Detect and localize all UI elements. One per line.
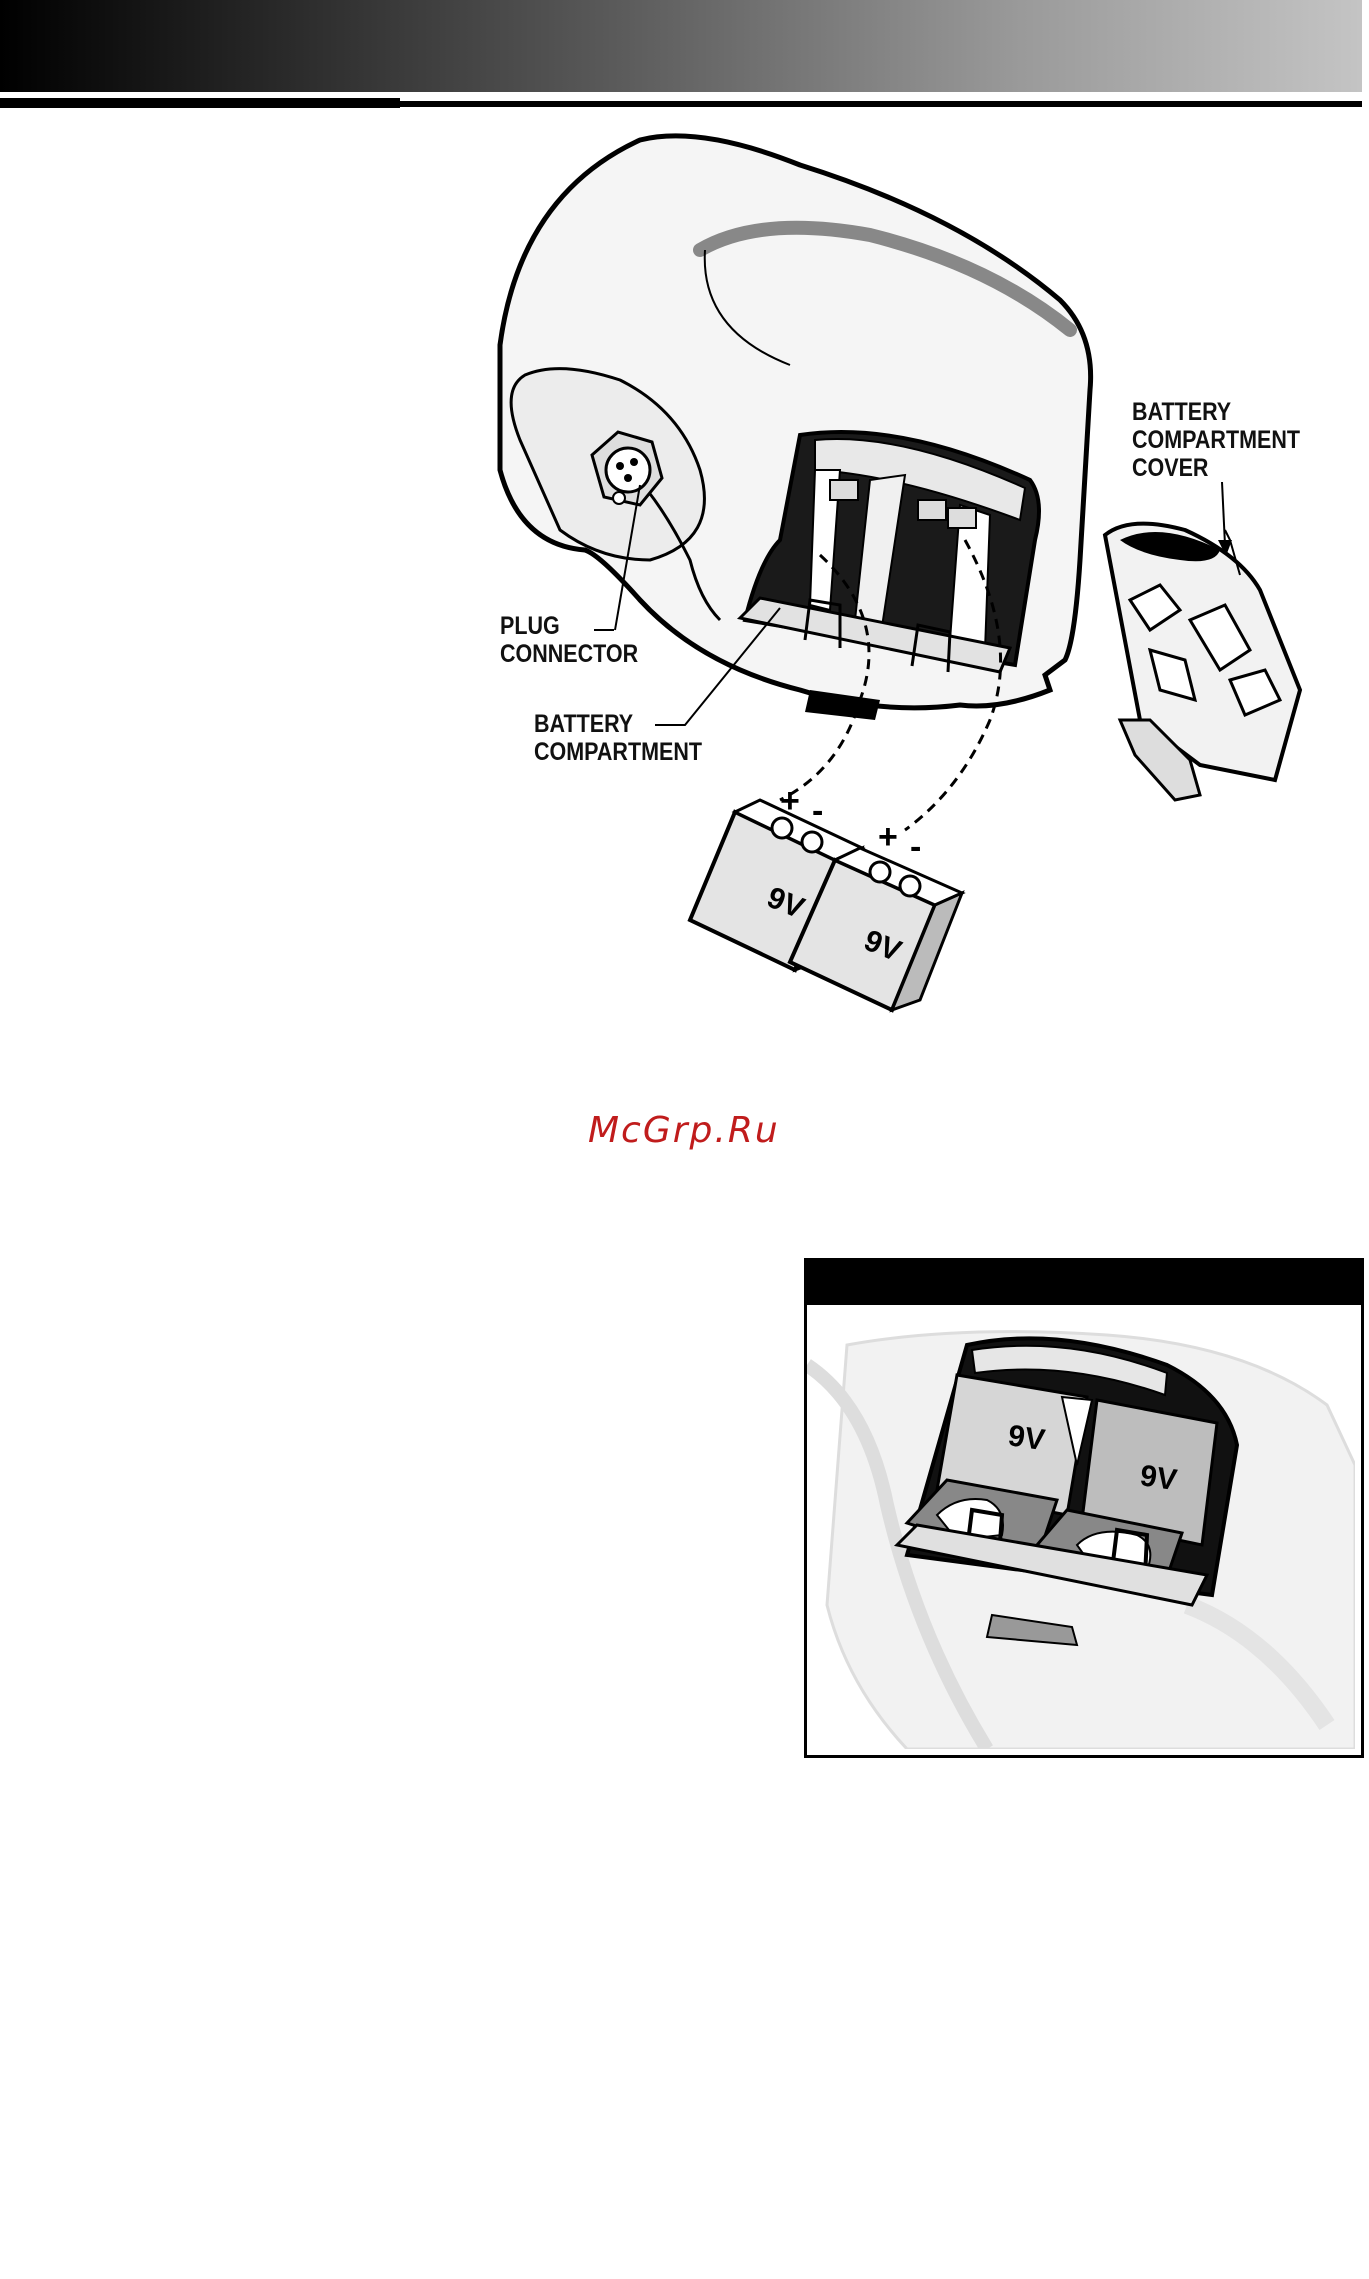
inset-battery-left-voltage: 9V [1006,1419,1047,1457]
svg-text:+: + [878,818,898,856]
svg-text:-: - [910,828,921,866]
battery-cover-label: BATTERY COMPARTMENT COVER [1132,398,1300,482]
inset-installed-batteries: 9V 9V [807,1305,1355,1749]
battery-cover-graphic [1105,524,1300,800]
inset-title-bar [807,1261,1361,1305]
battery-compartment-label: BATTERY COMPARTMENT [534,710,702,766]
inset-battery-right-voltage: 9V [1138,1459,1179,1497]
svg-text:-: - [812,792,823,830]
plug-connector-label: PLUG CONNECTOR [500,612,638,668]
svg-text:+: + [780,782,800,820]
battery-install-illustration: 9V + - 9V + - [0,0,1369,1060]
watermark: McGrp.Ru [588,1110,780,1151]
inset-figure: 9V 9V [804,1258,1364,1758]
